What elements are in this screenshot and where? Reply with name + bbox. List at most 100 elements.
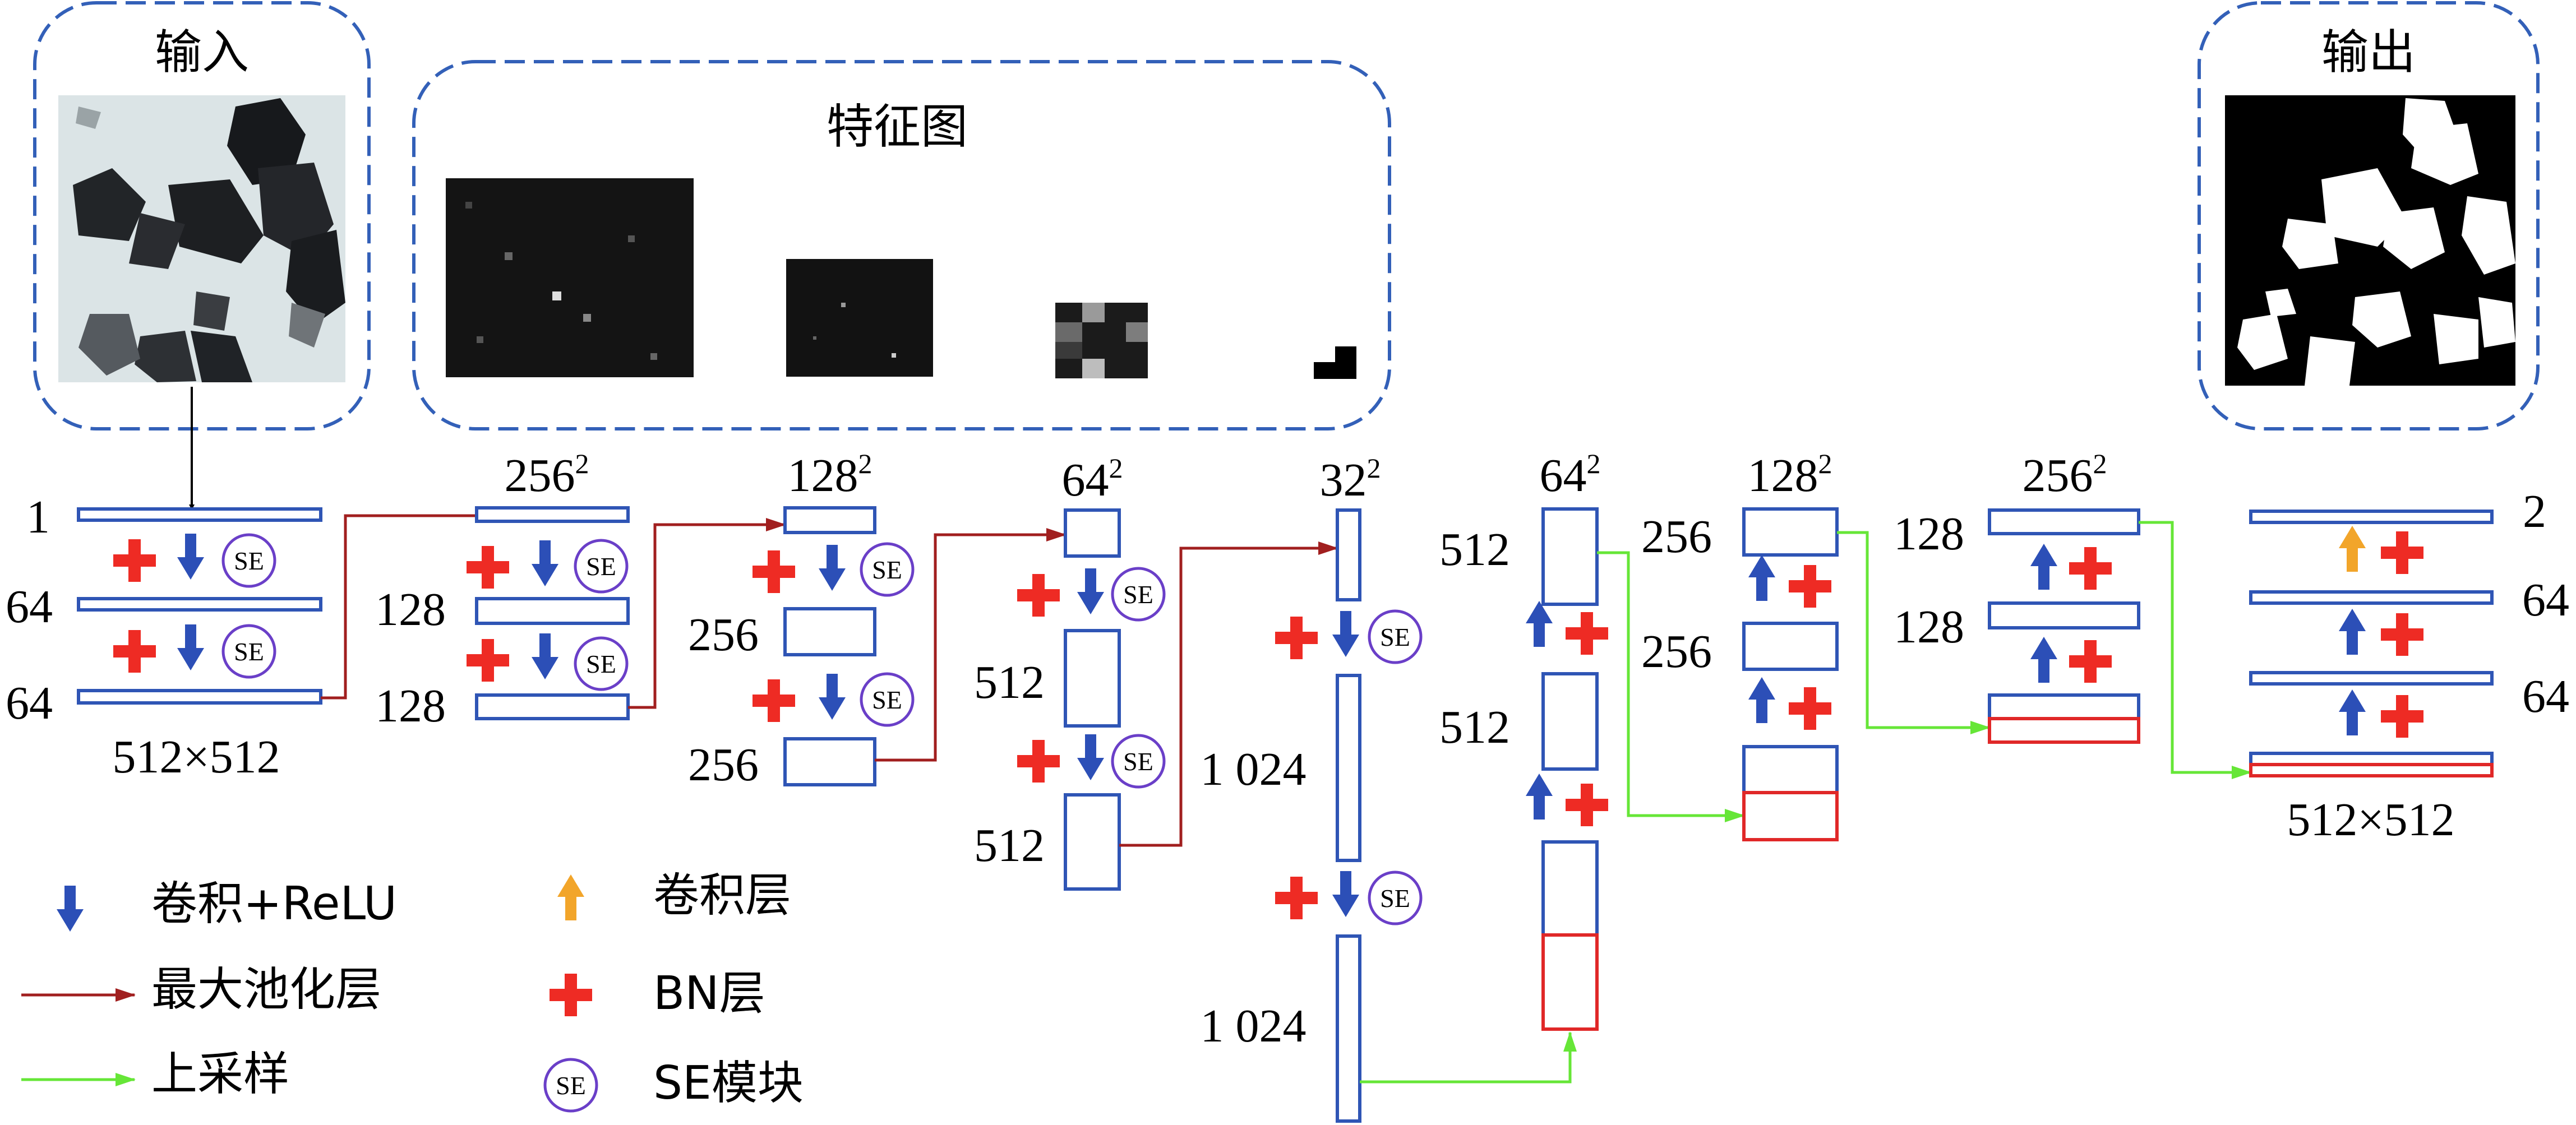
channel-label: 256: [688, 609, 759, 661]
feature-block: [77, 507, 322, 522]
feature-block: [783, 506, 876, 534]
se-circle-icon: SE: [221, 533, 276, 588]
size-label: 642: [1062, 452, 1123, 506]
feature-panel-title: 特征图: [827, 99, 968, 154]
down-arrow-icon: [532, 633, 558, 679]
decoder-stage-4: 642 512 512: [1439, 448, 1608, 1031]
feature-map-1: [446, 178, 694, 377]
plus-icon: [2069, 640, 2112, 683]
down-arrow-icon: [819, 545, 846, 591]
feature-block: [1064, 508, 1121, 558]
svg-text:SE: SE: [1123, 580, 1153, 609]
down-arrow-icon: [177, 534, 204, 580]
legend-label: BN层: [653, 967, 765, 1020]
conv-layer-arrow-icon: [557, 874, 584, 920]
down-arrow-icon: [1332, 871, 1359, 917]
feature-block: [1336, 508, 1361, 601]
down-arrow-icon: [1332, 611, 1359, 657]
plus-icon: [1017, 574, 1060, 617]
decoder-stage-3: 1282 256 256: [1641, 448, 1839, 841]
input-panel: 输入: [33, 1, 371, 430]
feature-block: [783, 737, 876, 786]
svg-text:SE: SE: [1380, 884, 1410, 913]
maxpool-arrow: [1119, 541, 1338, 847]
legend: 卷积+ReLU 最大池化层 上采样 卷积层 BN层 SE SE模块: [21, 869, 804, 1113]
size-label: 512×512: [2287, 794, 2454, 846]
feature-block: [77, 597, 322, 612]
feature-block: [1064, 629, 1121, 728]
size-label: 512×512: [112, 731, 280, 783]
channel-label: 512: [1439, 701, 1510, 753]
size-label: 642: [1540, 448, 1601, 502]
legend-item-upsample: 上采样: [21, 1048, 289, 1101]
se-circle-icon: SE: [1111, 734, 1166, 789]
feature-block: [475, 506, 630, 523]
legend-item-bn: BN层: [550, 967, 765, 1020]
channel-label: 1 024: [1201, 743, 1307, 795]
up-arrow-icon: [1748, 555, 1775, 601]
concat-block: [1988, 717, 2140, 744]
plus-icon: [113, 539, 156, 582]
channel-label: 256: [688, 739, 759, 791]
channel-label: 128: [1894, 601, 1964, 653]
svg-text:SE: SE: [234, 547, 264, 575]
plus-icon: [113, 630, 156, 673]
feature-block: [1064, 793, 1121, 891]
plus-icon: [550, 974, 592, 1016]
output-panel-title: 输出: [2321, 25, 2416, 80]
channel-label: 64: [2522, 670, 2569, 723]
se-circle-icon: SE: [860, 672, 915, 727]
feature-block: [1742, 622, 1839, 671]
up-arrow-icon: [2030, 544, 2057, 590]
up-arrow-icon: [2339, 609, 2366, 655]
feature-map-4: [1314, 346, 1356, 379]
legend-label: 卷积层: [653, 869, 791, 922]
upsample-arrow: [2139, 521, 2252, 779]
plus-icon: [467, 639, 509, 682]
input-panel-border: [33, 1, 371, 430]
feature-block: [2249, 590, 2494, 605]
concat-block: [1742, 791, 1839, 841]
size-label: 1282: [788, 448, 872, 502]
legend-label: 最大池化层: [151, 963, 381, 1016]
svg-text:SE: SE: [234, 637, 264, 666]
legend-label: 上采样: [151, 1048, 289, 1101]
channel-label: 128: [375, 680, 446, 732]
feature-panel: 特征图: [412, 60, 1391, 430]
channel-label: 256: [1641, 626, 1712, 678]
output-mask: [2225, 95, 2515, 386]
size-label: 2562: [2023, 448, 2107, 502]
se-circle-icon: SE: [1368, 871, 1423, 925]
legend-label: SE模块: [653, 1057, 804, 1110]
maxpool-arrow: [628, 518, 786, 709]
decoder-stage-1: 2 64 64 512×512: [2249, 485, 2569, 846]
channel-label: 128: [375, 584, 446, 636]
svg-text:SE: SE: [1123, 747, 1153, 776]
input-panel-title: 输入: [155, 25, 249, 80]
upsample-arrow: [1360, 1031, 1577, 1084]
feature-block: [1336, 674, 1361, 862]
plus-icon: [2381, 613, 2423, 656]
maxpool-arrow: [321, 509, 517, 700]
channel-label: 128: [1894, 508, 1964, 560]
plus-icon: [753, 679, 795, 722]
up-arrow-icon: [1748, 677, 1775, 723]
plus-icon: [1566, 612, 1608, 655]
plus-icon: [1275, 877, 1318, 919]
feature-map-2: [786, 259, 933, 377]
se-circle-icon: SE: [860, 542, 915, 597]
up-arrow-icon: [2030, 637, 2057, 683]
down-arrow-icon: [177, 624, 204, 670]
feature-block: [1988, 693, 2140, 720]
se-circle-icon: SE: [574, 539, 629, 594]
plus-icon: [753, 550, 795, 593]
plus-icon: [1789, 565, 1831, 608]
channel-label: 64: [6, 677, 53, 729]
feature-block: [1988, 508, 2140, 535]
svg-text:SE: SE: [556, 1071, 586, 1100]
se-circle-icon: SE: [221, 624, 276, 679]
channel-label: 256: [1641, 511, 1712, 563]
channel-label: 1: [26, 491, 50, 543]
channel-label: 2: [2523, 485, 2546, 538]
